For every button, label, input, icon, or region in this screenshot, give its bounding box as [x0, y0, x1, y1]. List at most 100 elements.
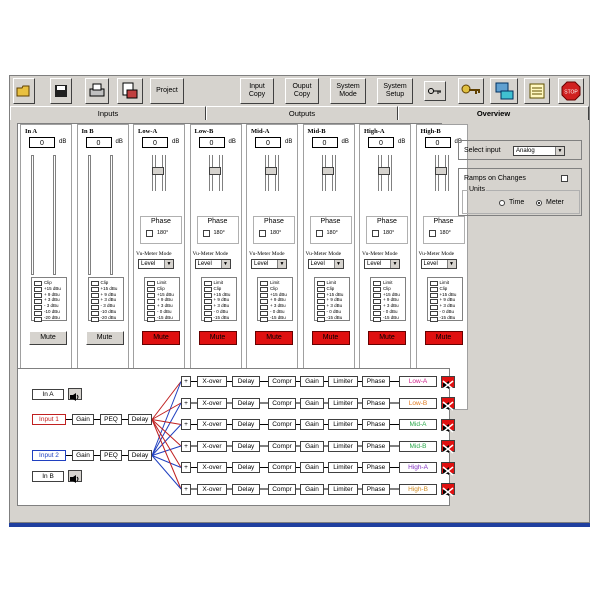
route-limiter[interactable]: Limiter: [328, 397, 358, 409]
route-xover[interactable]: X-over: [197, 397, 227, 409]
route-phase[interactable]: Phase: [362, 419, 390, 430]
route-limiter[interactable]: Limiter: [328, 419, 358, 430]
select-input-dropdown[interactable]: Analog ▼: [513, 146, 565, 156]
gain-value-field[interactable]: 0: [311, 137, 338, 148]
fader-knob[interactable]: [378, 167, 390, 175]
gain-value-field[interactable]: 0: [85, 137, 112, 148]
route-xover[interactable]: X-over: [197, 419, 227, 430]
route-phase[interactable]: Phase: [362, 397, 390, 409]
route-phase[interactable]: Phase: [362, 462, 390, 473]
route-delay[interactable]: Delay: [232, 419, 260, 430]
notes-button[interactable]: [524, 78, 550, 104]
route-output-mid-a[interactable]: Mid-A: [399, 419, 437, 430]
fader[interactable]: [260, 153, 282, 193]
route-compr[interactable]: Compr: [268, 376, 296, 387]
phase-checkbox[interactable]: [202, 230, 210, 237]
gain-track[interactable]: [53, 155, 56, 275]
speaker-button[interactable]: [68, 388, 82, 401]
gain-value-field[interactable]: 0: [368, 137, 394, 148]
gain-value-field[interactable]: 0: [424, 137, 451, 148]
phase-checkbox[interactable]: [428, 230, 436, 237]
open-folder-button[interactable]: [13, 78, 35, 104]
gain-track[interactable]: [31, 155, 34, 275]
project-button[interactable]: Project: [150, 78, 184, 104]
fader[interactable]: [373, 153, 395, 193]
input-copy-button[interactable]: Input Copy: [240, 78, 274, 104]
print-preview-button[interactable]: [117, 78, 143, 104]
route-sum[interactable]: +: [181, 483, 191, 495]
route-gain[interactable]: Gain: [300, 397, 324, 409]
route-compr[interactable]: Compr: [268, 483, 296, 495]
route-gain[interactable]: Gain: [72, 414, 94, 425]
route-output-high-b[interactable]: High-B: [399, 483, 437, 495]
mute-button[interactable]: Mute: [255, 331, 293, 345]
vu-mode-dropdown[interactable]: Level▼: [307, 259, 344, 269]
vu-mode-dropdown[interactable]: Level▼: [364, 259, 400, 269]
mute-button[interactable]: Mute: [311, 331, 350, 345]
gain-track[interactable]: [87, 155, 91, 275]
route-phase[interactable]: Phase: [362, 376, 390, 387]
route-gain[interactable]: Gain: [72, 450, 94, 461]
phase-checkbox[interactable]: [372, 230, 379, 237]
route-xover[interactable]: X-over: [197, 483, 227, 495]
print-button[interactable]: [85, 78, 109, 104]
tab-outputs[interactable]: Outputs: [206, 106, 398, 120]
route-compr[interactable]: Compr: [268, 397, 296, 409]
route-delay[interactable]: Delay: [128, 450, 152, 461]
route-sum[interactable]: +: [181, 376, 191, 387]
route-peq[interactable]: PEQ: [100, 414, 122, 425]
tab-inputs[interactable]: Inputs: [10, 106, 206, 120]
output-copy-button[interactable]: Ouput Copy: [285, 78, 319, 104]
route-output-high-a[interactable]: High-A: [399, 462, 437, 473]
keys-button[interactable]: [458, 78, 484, 104]
route-in-a[interactable]: In A: [32, 389, 64, 400]
save-button[interactable]: [50, 78, 72, 104]
route-limiter[interactable]: Limiter: [328, 440, 358, 452]
route-limiter[interactable]: Limiter: [328, 462, 358, 473]
vu-mode-dropdown[interactable]: Level▼: [138, 259, 174, 269]
route-limiter[interactable]: Limiter: [328, 376, 358, 387]
gain-track[interactable]: [109, 155, 113, 275]
route-peq[interactable]: PEQ: [100, 450, 122, 461]
route-gain[interactable]: Gain: [300, 419, 324, 430]
fader[interactable]: [147, 153, 169, 193]
tab-overview[interactable]: Overview: [398, 106, 589, 120]
route-output-mid-b[interactable]: Mid-B: [399, 440, 437, 452]
route-compr[interactable]: Compr: [268, 462, 296, 473]
fader-knob[interactable]: [208, 167, 221, 175]
fader-knob[interactable]: [321, 167, 334, 175]
route-sum[interactable]: +: [181, 462, 191, 473]
speaker-button[interactable]: [68, 470, 82, 483]
ramps-checkbox[interactable]: [561, 175, 568, 182]
route-compr[interactable]: Compr: [268, 440, 296, 452]
route-compr[interactable]: Compr: [268, 419, 296, 430]
mute-button[interactable]: Mute: [142, 331, 180, 345]
vu-mode-dropdown[interactable]: Level▼: [194, 259, 231, 269]
mute-button[interactable]: Mute: [198, 331, 237, 345]
phase-checkbox[interactable]: [315, 230, 323, 237]
mute-button[interactable]: Mute: [368, 331, 406, 345]
gain-value-field[interactable]: 0: [142, 137, 168, 148]
channel-mute-button[interactable]: [441, 375, 455, 390]
fader[interactable]: [204, 153, 226, 193]
fader[interactable]: [430, 153, 452, 193]
meter-radio[interactable]: [536, 200, 542, 206]
channel-mute-button[interactable]: [441, 440, 455, 454]
route-gain[interactable]: Gain: [300, 483, 324, 495]
route-delay[interactable]: Delay: [232, 462, 260, 473]
gain-value-field[interactable]: 0: [29, 137, 55, 148]
route-delay[interactable]: Delay: [232, 376, 260, 387]
gain-value-field[interactable]: 0: [255, 137, 281, 148]
gain-value-field[interactable]: 0: [198, 137, 225, 148]
route-gain[interactable]: Gain: [300, 462, 324, 473]
fader-knob[interactable]: [434, 167, 447, 175]
route-output-low-a[interactable]: Low-A: [399, 376, 437, 387]
route-delay[interactable]: Delay: [232, 440, 260, 452]
route-delay[interactable]: Delay: [232, 397, 260, 409]
phase-checkbox[interactable]: [259, 230, 266, 237]
phase-checkbox[interactable]: [146, 230, 153, 237]
mute-button[interactable]: Mute: [29, 331, 67, 345]
route-sum[interactable]: +: [181, 419, 191, 430]
route-input-1[interactable]: Input 1: [32, 414, 66, 425]
mute-button[interactable]: Mute: [424, 331, 463, 345]
